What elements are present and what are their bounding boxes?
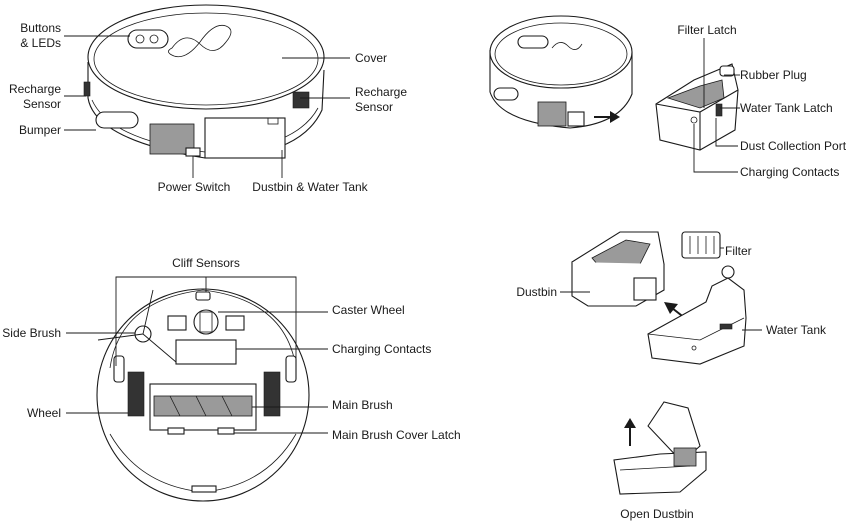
- buttons-pod: [127, 29, 169, 49]
- label-cliff-sensors: Cliff Sensors: [172, 256, 240, 270]
- grille-small: [537, 101, 567, 127]
- label-power-switch: Power Switch: [158, 180, 231, 194]
- main-brush: [153, 395, 253, 417]
- wheel-right: [263, 371, 281, 417]
- label-charging-contacts-bottom: Charging Contacts: [332, 342, 431, 356]
- wheel-left: [127, 371, 145, 417]
- robot-removal-view: [489, 15, 633, 129]
- charging-contacts-pad: [175, 339, 237, 365]
- label-rubber-plug: Rubber Plug: [740, 68, 807, 82]
- caster-wheel: [193, 309, 219, 335]
- dustbin-outlet: [633, 277, 657, 301]
- robot-cover-small: [489, 15, 633, 89]
- label-bumper: Bumper: [19, 123, 61, 137]
- label-charging-contacts-top: Charging Contacts: [740, 165, 839, 179]
- left-sensor-window: [83, 81, 91, 97]
- water-tank-plug: [721, 265, 735, 279]
- rubber-plug: [719, 65, 735, 77]
- label-dustbin: Dustbin: [516, 285, 557, 299]
- label-dustbin-water-tank: Dustbin & Water Tank: [252, 180, 368, 194]
- label-recharge-sensor-right-1: Recharge: [355, 85, 407, 99]
- open-arrow-icon: [624, 418, 636, 446]
- dustbin-assembly: [571, 231, 721, 307]
- label-recharge-sensor-right-2: Sensor: [355, 100, 393, 114]
- label-buttons-leds-2: & LEDs: [20, 36, 61, 50]
- label-cover: Cover: [355, 51, 387, 65]
- logo-icon: [168, 24, 232, 58]
- label-side-brush: Side Brush: [2, 326, 61, 340]
- open-dustbin: [613, 401, 707, 495]
- robot-cover: [87, 4, 325, 110]
- label-filter: Filter: [725, 244, 752, 258]
- slide-out-arrow-icon: [594, 111, 620, 123]
- label-caster-wheel: Caster Wheel: [332, 303, 405, 317]
- cover-latch-right: [217, 427, 235, 435]
- label-buttons-leds-1: Buttons: [20, 21, 61, 35]
- water-tank: [647, 265, 747, 365]
- top-right-leaders: [693, 38, 740, 173]
- label-wheel: Wheel: [27, 406, 61, 420]
- recharge-sensor-window: [292, 91, 310, 109]
- label-recharge-sensor-left-1: Recharge: [9, 82, 61, 96]
- bottom-right-leaders: [560, 247, 762, 331]
- label-open-dustbin: Open Dustbin: [620, 507, 693, 521]
- cliff-sensor-front: [195, 291, 211, 301]
- power-switch-button: [185, 147, 201, 157]
- water-tank-latch-icon: [715, 103, 723, 117]
- filter-window: [666, 79, 725, 109]
- label-main-brush: Main Brush: [332, 398, 393, 412]
- label-water-tank-latch: Water Tank Latch: [740, 101, 833, 115]
- top-left-leaders: [64, 35, 350, 178]
- label-dust-collection-port: Dust Collection Port: [740, 139, 847, 153]
- filter: [681, 231, 721, 259]
- cliff-sensor-left: [167, 315, 187, 331]
- bottom-left-leaders: [66, 276, 328, 434]
- cliff-sensor-right: [225, 315, 245, 331]
- bumper-slot: [95, 111, 139, 129]
- dustbin-front: [204, 117, 286, 159]
- robot-underside: [96, 288, 310, 502]
- label-main-brush-cover-latch: Main Brush Cover Latch: [332, 428, 461, 442]
- robot-top-view: [83, 4, 325, 159]
- cover-latch-left: [167, 427, 185, 435]
- label-water-tank: Water Tank: [766, 323, 827, 337]
- label-recharge-sensor-left-2: Sensor: [23, 97, 61, 111]
- label-filter-latch: Filter Latch: [677, 23, 736, 37]
- dustbin-module: [655, 63, 739, 151]
